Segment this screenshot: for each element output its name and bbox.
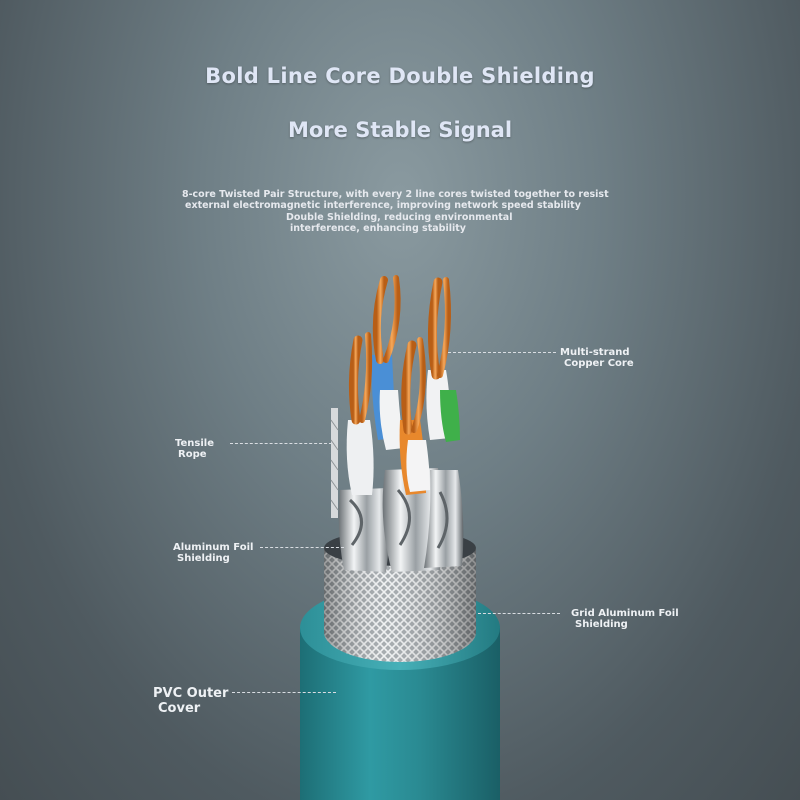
label-line: PVC Outer	[153, 686, 229, 701]
copper-strands	[348, 275, 451, 435]
description-twisted-pair: 8-core Twisted Pair Structure, with ever…	[182, 189, 612, 211]
description-line: interference, enhancing stability	[290, 223, 466, 234]
tensile-rope-leader-line	[230, 443, 332, 444]
grid-foil-label: Grid Aluminum Foil Shielding	[571, 608, 679, 630]
aluminum-foil-leader-line	[260, 547, 344, 548]
headline-line2: More Stable Signal	[287, 118, 513, 142]
label-line: Aluminum Foil	[173, 542, 254, 553]
copper-core-label: Multi-strand Copper Core	[560, 347, 634, 369]
label-line: Rope	[178, 449, 207, 460]
description-line: external electromagnetic interference, i…	[185, 200, 581, 211]
description-line: 8-core Twisted Pair Structure, with ever…	[182, 189, 609, 200]
tensile-rope-label: Tensile Rope	[175, 438, 214, 460]
pvc-cover-label: PVC Outer Cover	[153, 686, 228, 716]
label-line: Cover	[158, 701, 201, 716]
pvc-cover-leader-line	[232, 692, 336, 693]
headline-line1: Bold Line Core Double Shielding	[205, 64, 595, 88]
tensile-rope	[330, 408, 339, 518]
aluminum-foil-label: Aluminum Foil Shielding	[173, 542, 253, 564]
description-double-shielding: Double Shielding, reducing environmental…	[286, 212, 526, 234]
insulated-wires	[346, 355, 460, 495]
label-line: Multi-strand	[560, 347, 630, 358]
label-line: Shielding	[177, 553, 230, 564]
grid-foil-leader-line	[478, 613, 560, 614]
label-line: Tensile	[175, 438, 214, 449]
description-line: Double Shielding, reducing environmental	[286, 212, 513, 223]
label-line: Copper Core	[564, 358, 634, 369]
label-line: Grid Aluminum Foil	[571, 608, 679, 619]
copper-core-leader-line	[448, 352, 556, 353]
label-line: Shielding	[575, 619, 628, 630]
aluminum-foil-pairs	[338, 468, 464, 572]
